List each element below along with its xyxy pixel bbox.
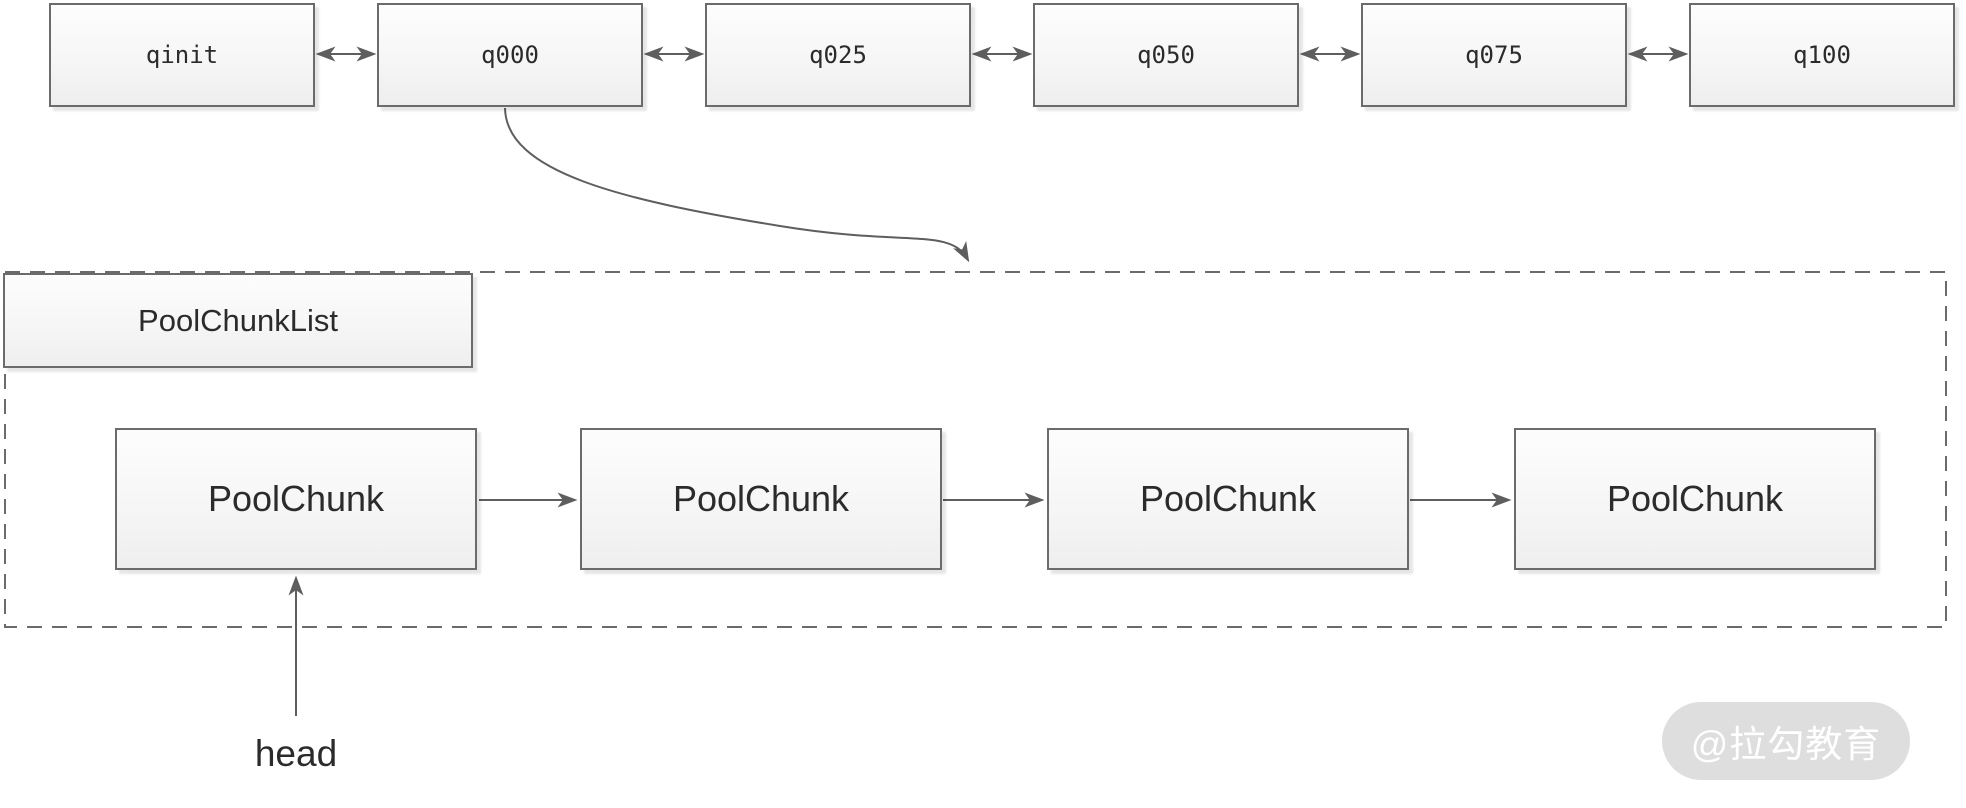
node-q075: q075 (1361, 3, 1627, 107)
node-poolchunklist: PoolChunkList (3, 273, 473, 368)
node-poolchunk-2: PoolChunk (580, 428, 942, 570)
node-q000-label: q000 (481, 41, 539, 69)
arrow-q000-to-poolchunklist (504, 107, 970, 263)
watermark-badge: @拉勾教育 (1662, 702, 1910, 780)
poolchunk-3-label: PoolChunk (1139, 478, 1317, 519)
node-poolchunk-3: PoolChunk (1047, 428, 1409, 570)
poolchunklist-dashed-container (4, 271, 1947, 628)
poolchunklist-label: PoolChunkList (138, 302, 338, 338)
poolchunk-1-label: PoolChunk (207, 478, 385, 519)
node-q025-label: q025 (809, 41, 867, 69)
node-q050: q050 (1033, 3, 1299, 107)
node-poolchunk-4: PoolChunk (1514, 428, 1876, 570)
poolchunk-2-label: PoolChunk (672, 478, 850, 519)
node-qinit-label: qinit (145, 41, 219, 69)
node-q000: q000 (377, 3, 643, 107)
node-poolchunk-1: PoolChunk (115, 428, 477, 570)
node-q100: q100 (1689, 3, 1955, 107)
head-label: head (254, 733, 338, 774)
node-q075-label: q075 (1465, 41, 1523, 69)
poolchunk-4-label: PoolChunk (1606, 478, 1784, 519)
watermark-text: @拉勾教育 (1690, 724, 1882, 765)
node-q025: q025 (705, 3, 971, 107)
node-q050-label: q050 (1137, 41, 1195, 69)
node-q100-label: q100 (1793, 41, 1851, 69)
node-qinit: qinit (49, 3, 315, 107)
